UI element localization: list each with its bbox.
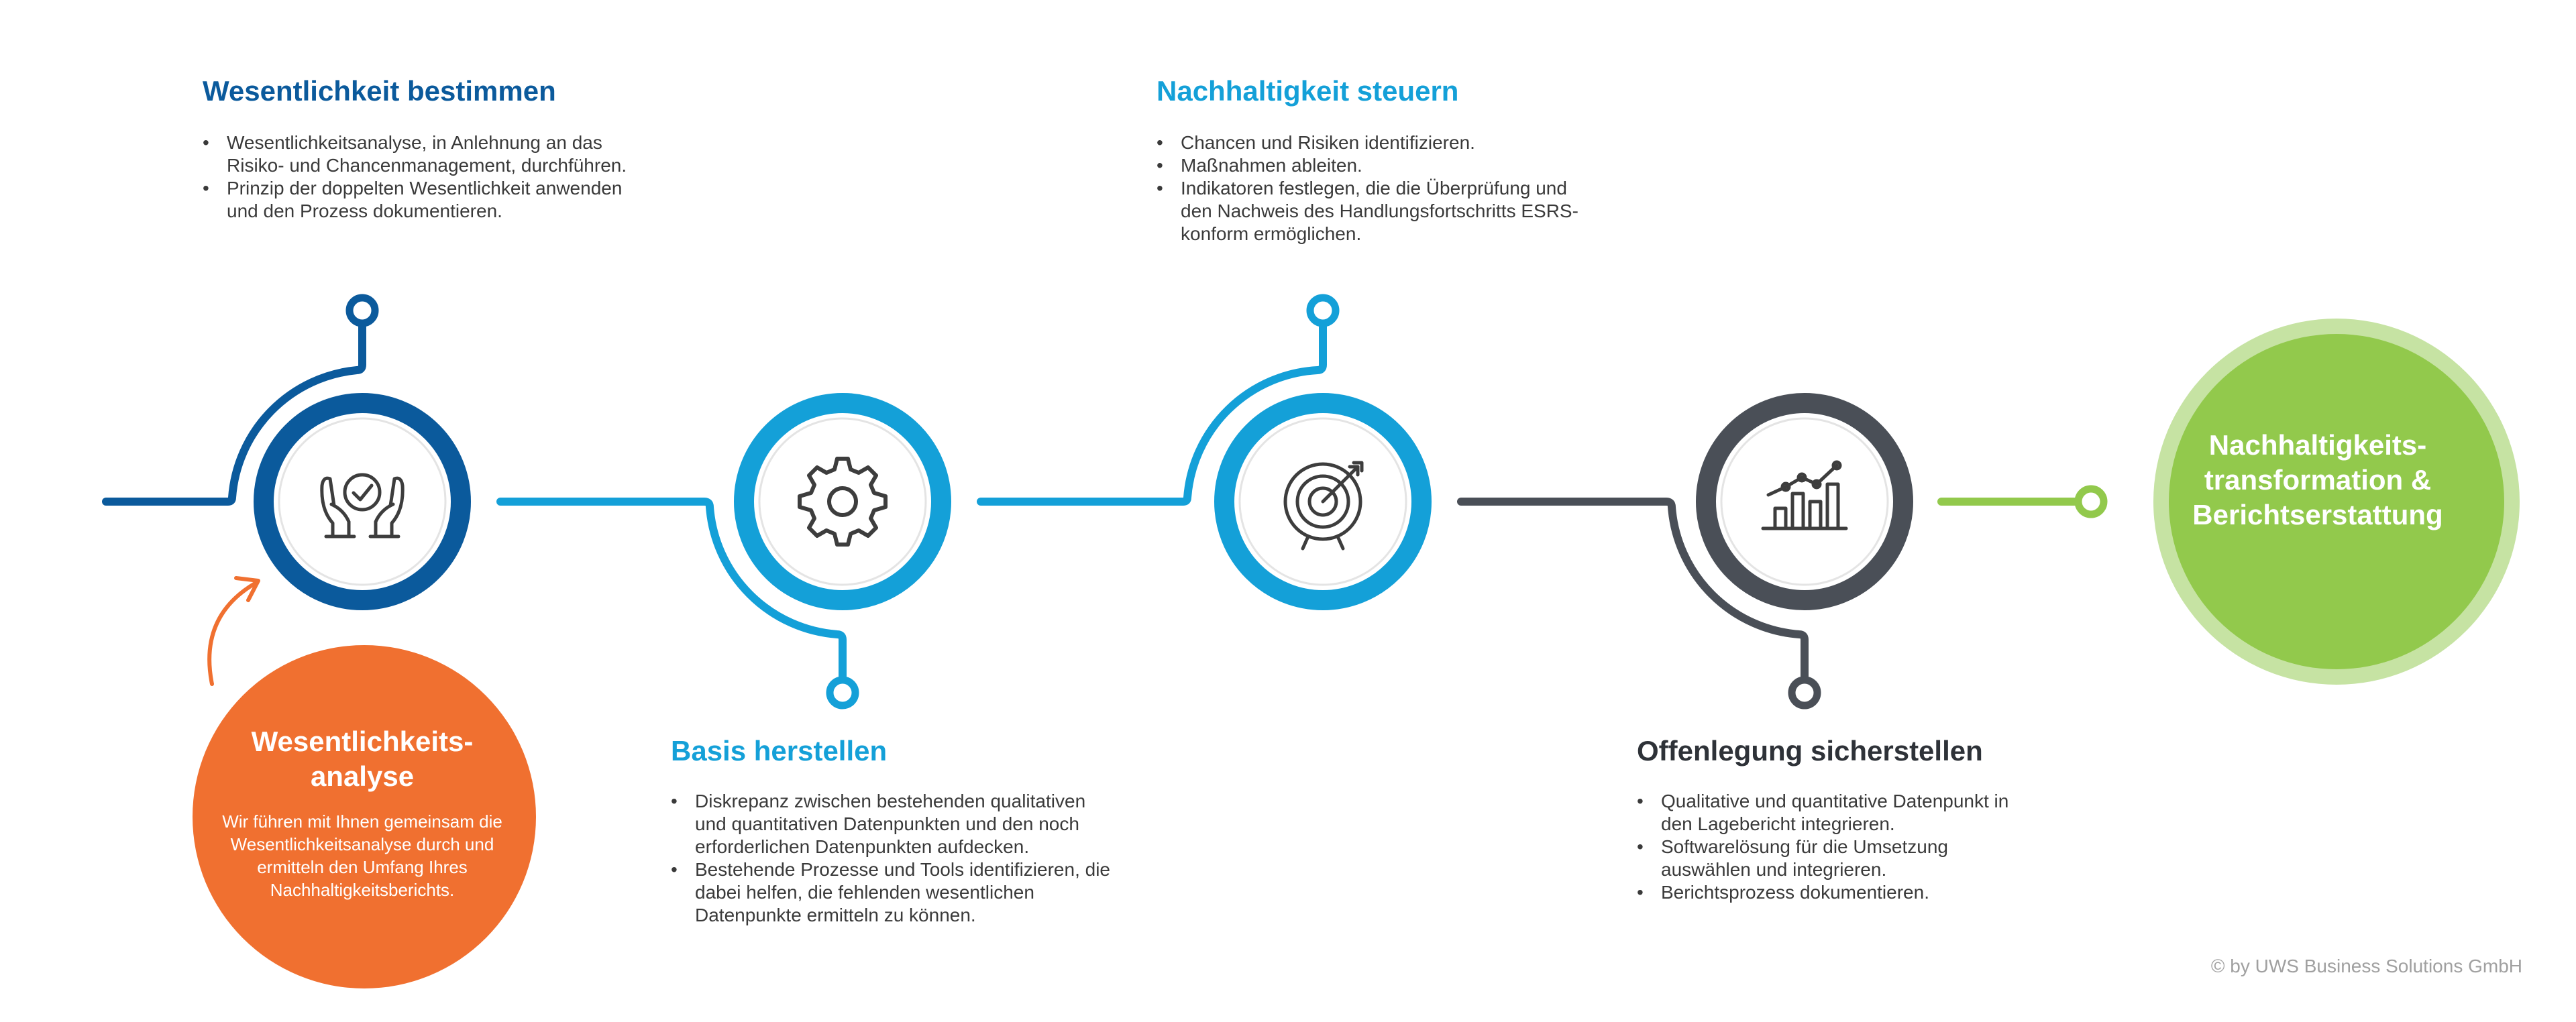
step-3-end-node bbox=[1306, 294, 1340, 327]
step-4-bullet: Qualitative und quantitative Datenpunkt … bbox=[1637, 790, 2012, 836]
step-3-connector bbox=[977, 318, 1327, 506]
bar-chart-icon bbox=[1761, 460, 1848, 530]
step-1-bullet: Wesentlichkeitsanalyse, in Anlehnung an … bbox=[203, 131, 645, 177]
goal-end-node bbox=[2074, 485, 2108, 518]
analysis-arrow bbox=[207, 576, 260, 686]
step-3-title: Nachhaltigkeit steuern bbox=[1157, 75, 1459, 107]
step-2-connector bbox=[496, 498, 847, 685]
step-2-end-node bbox=[826, 676, 859, 709]
step-3-bullets: Chancen und Risiken identifizieren. Maßn… bbox=[1157, 131, 1586, 245]
analysis-circle bbox=[193, 645, 536, 988]
step-1-bullet: Prinzip der doppelten Wesentlichkeit anw… bbox=[203, 177, 645, 223]
analysis-text: Wir führen mit Ihnen gemeinsam die Wesen… bbox=[222, 811, 502, 900]
step-3-bullet: Chancen und Risiken identifizieren. bbox=[1157, 131, 1586, 154]
goal-title: Nachhaltigkeits-transformation & Bericht… bbox=[2192, 429, 2443, 530]
step-4-bullet: Berichtsprozess dokumentieren. bbox=[1637, 881, 2012, 904]
step-4-bullet: Softwarelösung für die Umsetzung auswähl… bbox=[1637, 836, 2012, 881]
step-3-bullet: Maßnahmen ableiten. bbox=[1157, 154, 1586, 177]
step-1-title: Wesentlichkeit bestimmen bbox=[203, 75, 556, 107]
step-4-end-node bbox=[1788, 676, 1821, 709]
step-4-connector bbox=[1457, 498, 1809, 685]
step-4-title: Offenlegung sicherstellen bbox=[1637, 735, 1983, 766]
step-2-bullets: Diskrepanz zwischen bestehenden qualitat… bbox=[671, 790, 1114, 927]
step-1-inner-disc bbox=[278, 417, 447, 586]
step-2-bullet: Diskrepanz zwischen bestehenden qualitat… bbox=[671, 790, 1114, 858]
analysis-title: Wesentlichkeits-analyse bbox=[251, 726, 474, 792]
step-2-inner-disc bbox=[758, 417, 927, 586]
step-4-bullets: Qualitative und quantitative Datenpunkt … bbox=[1637, 790, 2012, 904]
gear-icon bbox=[798, 457, 888, 547]
hands-check-icon bbox=[320, 473, 405, 538]
step-2-bullet: Bestehende Prozesse und Tools identifizi… bbox=[671, 858, 1114, 927]
step-1-connector bbox=[102, 318, 366, 506]
copyright-notice: © by UWS Business Solutions GmbH bbox=[2210, 956, 2522, 976]
step-1-bullets: Wesentlichkeitsanalyse, in Anlehnung an … bbox=[203, 131, 645, 223]
step-3-bullet: Indikatoren festlegen, die die Überprüfu… bbox=[1157, 177, 1586, 245]
step-1-end-node bbox=[345, 294, 379, 327]
step-2-title: Basis herstellen bbox=[671, 735, 888, 766]
target-icon bbox=[1283, 461, 1364, 551]
goal-circle bbox=[2169, 334, 2504, 669]
